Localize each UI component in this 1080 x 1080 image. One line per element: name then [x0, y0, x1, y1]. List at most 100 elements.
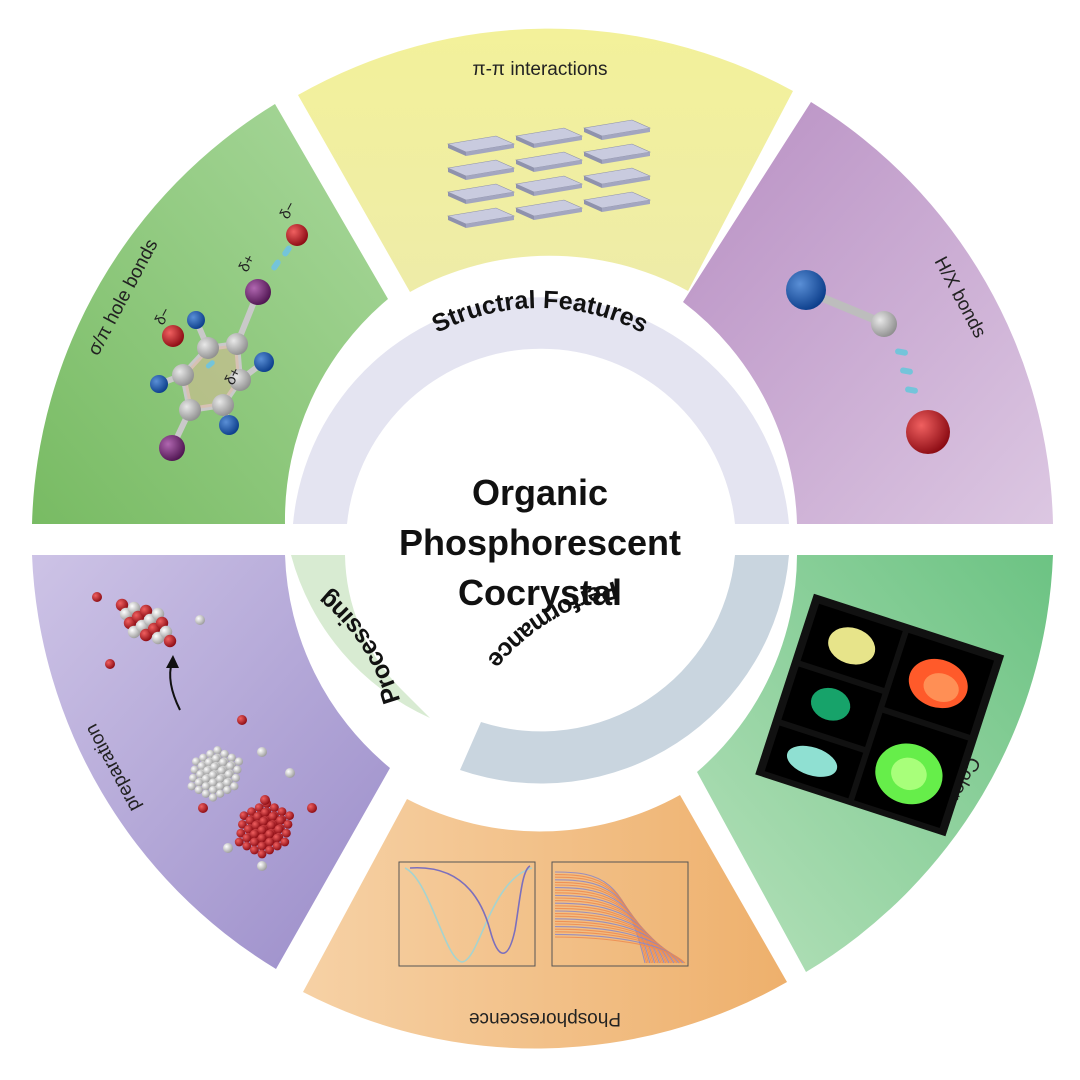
decay-curve [554, 876, 649, 964]
sphere [272, 833, 282, 843]
sphere [208, 778, 218, 787]
sphere [265, 837, 274, 847]
sphere [237, 715, 247, 725]
sphere [197, 761, 206, 771]
arrow-icon [166, 655, 181, 711]
sphere [208, 785, 218, 795]
sphere [190, 765, 199, 774]
sphere [199, 753, 208, 762]
sphere [257, 747, 267, 757]
ring-processing [291, 555, 430, 718]
ring-performance [460, 555, 789, 784]
sphere [226, 761, 235, 771]
title-line-2: Phosphorescent [399, 522, 681, 563]
sphere [307, 803, 317, 813]
crystal-photos-icon [755, 593, 1005, 837]
title-line-1: Organic [472, 472, 608, 513]
sphere [210, 762, 219, 771]
plate [582, 119, 652, 140]
sphere [223, 785, 232, 795]
plate [446, 183, 516, 204]
stacked-plates-icon [446, 119, 652, 228]
sphere [247, 807, 256, 816]
sphere [203, 766, 212, 775]
sphere [194, 785, 203, 795]
sphere [208, 770, 218, 780]
sphere [276, 816, 285, 825]
sphere [204, 758, 213, 767]
dumbbell-molecule-icon [786, 270, 950, 454]
sphere [211, 754, 221, 763]
sphere [105, 659, 115, 669]
plate [446, 135, 516, 156]
sphere [224, 770, 233, 779]
sphere [231, 773, 240, 783]
sphere [198, 803, 208, 813]
sphere [250, 829, 259, 839]
sphere [280, 837, 290, 847]
delta-plus-top: δ+ [236, 252, 259, 275]
sphere [285, 768, 295, 778]
sphere [250, 845, 259, 855]
sphere [259, 816, 268, 826]
plate [514, 151, 584, 172]
plate [582, 167, 652, 188]
sphere [260, 808, 270, 817]
title-line-3: Cocrystal [458, 572, 622, 613]
sphere [244, 824, 253, 834]
sphere [257, 841, 267, 851]
decay-curve [554, 889, 657, 964]
sphere [213, 746, 222, 755]
sphere [257, 825, 267, 835]
decay-curve [554, 874, 648, 964]
sphere [92, 592, 102, 602]
plate [514, 199, 584, 220]
sphere [230, 782, 239, 791]
sphere [216, 774, 225, 783]
delta-plus-mid: δ+ [222, 365, 245, 388]
benzene-molecule-icon: δ− δ+ δ+ δ− [150, 199, 308, 461]
sphere [270, 803, 279, 812]
sphere [189, 773, 198, 783]
sphere [260, 795, 270, 805]
delta-minus-left: δ− [152, 305, 175, 328]
sphere [239, 811, 249, 820]
plate [582, 143, 652, 164]
ring-structural [293, 297, 789, 524]
segment-phosphorescence [303, 795, 787, 1049]
sphere [236, 828, 246, 838]
sphere [192, 757, 201, 766]
sphere [238, 820, 247, 829]
sphere [242, 841, 252, 851]
plate [446, 159, 516, 180]
sphere [196, 770, 205, 779]
sphere [223, 843, 233, 853]
sphere [201, 782, 210, 791]
sphere [274, 824, 284, 834]
sphere [285, 811, 294, 820]
decay-curve [554, 936, 686, 964]
sphere [233, 765, 242, 774]
delta-minus-top: δ− [277, 199, 300, 222]
sphere [201, 789, 210, 798]
sphere [201, 774, 210, 783]
sphere [251, 820, 261, 830]
sphere [163, 634, 177, 648]
spectrum-plot-icon [398, 861, 536, 967]
sphere-cluster-icon [92, 592, 317, 871]
sphere [282, 828, 291, 838]
sphere [250, 837, 259, 847]
sphere [265, 845, 274, 855]
sphere [268, 812, 278, 821]
sphere [277, 807, 287, 816]
sphere [206, 749, 215, 759]
decay-curve [554, 871, 646, 964]
sphere [216, 782, 225, 791]
sphere [223, 778, 232, 787]
sphere [234, 757, 243, 766]
sphere [219, 758, 228, 767]
sphere [254, 803, 264, 812]
sphere [216, 789, 225, 798]
sphere [194, 778, 203, 787]
